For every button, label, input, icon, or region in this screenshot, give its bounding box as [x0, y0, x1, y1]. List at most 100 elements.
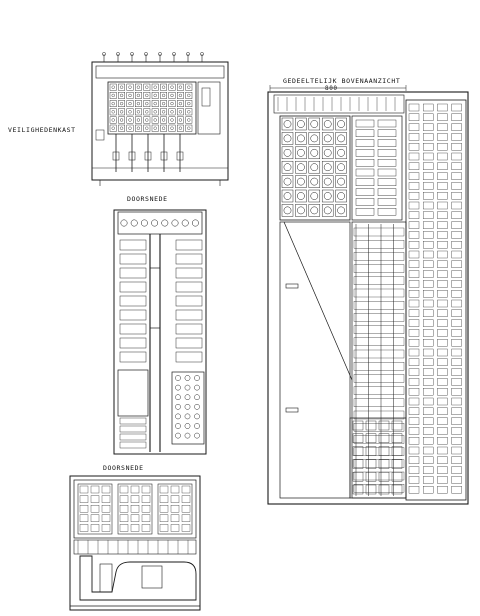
rack-slot [423, 358, 434, 366]
rack-slot [408, 368, 420, 376]
fuse-dot [145, 101, 149, 106]
fuse-cell [160, 100, 167, 108]
fuse-cell [185, 124, 193, 132]
fuse-dot [170, 101, 174, 106]
rack-slot [451, 358, 462, 366]
rack-slot [423, 280, 434, 288]
fuse-cell [109, 116, 117, 124]
rack-slot [423, 123, 434, 131]
side-relay [355, 198, 375, 206]
lower-coil [184, 423, 191, 429]
rack-slot [408, 339, 420, 347]
bus-segment [353, 252, 405, 261]
rack-slot [451, 486, 462, 494]
rack-slot [437, 231, 448, 239]
side-relay [355, 139, 375, 147]
rack-slot [423, 348, 434, 357]
fuse-dot [145, 93, 149, 97]
rack-slot [408, 231, 420, 239]
rack-slot [451, 446, 462, 455]
rack-slot [451, 201, 462, 210]
grid-relay [337, 192, 345, 200]
rack-slot [437, 486, 448, 494]
rack-slot [423, 143, 434, 151]
section-upper-header [117, 211, 203, 235]
relay-cell [79, 495, 89, 503]
fuse-cell [185, 83, 193, 91]
rack-slot [437, 466, 448, 474]
relay-cell [141, 514, 151, 522]
rack-slot [423, 368, 434, 376]
bus-segment [353, 301, 405, 310]
fuse-cell [151, 124, 159, 132]
left-relay [119, 309, 147, 321]
rack-slot [408, 162, 420, 170]
relay-cell [101, 514, 111, 522]
grid-relay [283, 177, 292, 186]
label-doorsnede-upper: DOORSNEDE [127, 195, 168, 203]
fuse-cell [118, 91, 126, 99]
rack-slot [408, 211, 420, 219]
lower-relay-block [349, 417, 407, 499]
fuse-cell [151, 100, 159, 108]
rack-slot [437, 319, 448, 327]
rack-slot [408, 182, 420, 190]
shaft-block [149, 267, 161, 329]
grid-relay [283, 120, 292, 128]
header-bulb [140, 219, 148, 227]
side-relay [377, 158, 397, 167]
grid-cell [281, 132, 294, 145]
rack-slot [408, 270, 420, 278]
left-relay [119, 351, 147, 363]
top-view-grid-block [279, 115, 351, 221]
relay-cell [79, 524, 89, 532]
fuse-dot [153, 110, 157, 114]
fuse-cell [126, 91, 134, 99]
bus-segment [353, 227, 405, 237]
lower-coil [175, 394, 181, 401]
grid-relay [323, 148, 332, 157]
terminal-cap [130, 52, 134, 56]
rack-slot [451, 211, 462, 219]
grid-cell [335, 160, 347, 174]
rack-slot [408, 437, 420, 445]
side-relay [377, 139, 397, 147]
relay-cell [130, 505, 140, 513]
lower-relay [352, 420, 364, 431]
fuse-dot [136, 110, 140, 114]
rack-slot [437, 368, 448, 376]
fuse-dot [119, 93, 124, 97]
rack-slot [451, 123, 462, 131]
lower-coil [184, 375, 191, 381]
grid-cell [281, 117, 294, 131]
lower-relay [365, 446, 377, 456]
fuse-dot [119, 85, 124, 89]
grid-relay [297, 177, 305, 186]
rack-slot [423, 437, 434, 445]
bus-segment [353, 349, 405, 359]
fuse-dot [128, 101, 132, 106]
fuse-dot [145, 85, 149, 89]
label-dimension-800: 800 [325, 85, 338, 92]
fuse-dot [128, 93, 132, 97]
relay-cell [181, 505, 191, 513]
lower-coil [184, 413, 191, 420]
lower-coil [194, 394, 200, 401]
relay-cell [181, 514, 191, 522]
grid-relay [283, 192, 292, 200]
fuse-dot [111, 93, 115, 97]
base-segment [119, 441, 147, 449]
grid-cell [335, 146, 347, 160]
relay-cell [141, 495, 151, 503]
lower-relay [365, 484, 377, 495]
lower-coil [194, 403, 200, 410]
bus-segment [353, 288, 405, 298]
bus-segment [353, 264, 405, 273]
rack-slot [423, 476, 434, 484]
rack-slot [451, 427, 462, 435]
rack-slot [451, 250, 462, 259]
relay-cell [79, 505, 89, 513]
fuse-cell [160, 108, 167, 116]
fuse-cell [126, 108, 134, 116]
relay-cell [101, 495, 111, 503]
